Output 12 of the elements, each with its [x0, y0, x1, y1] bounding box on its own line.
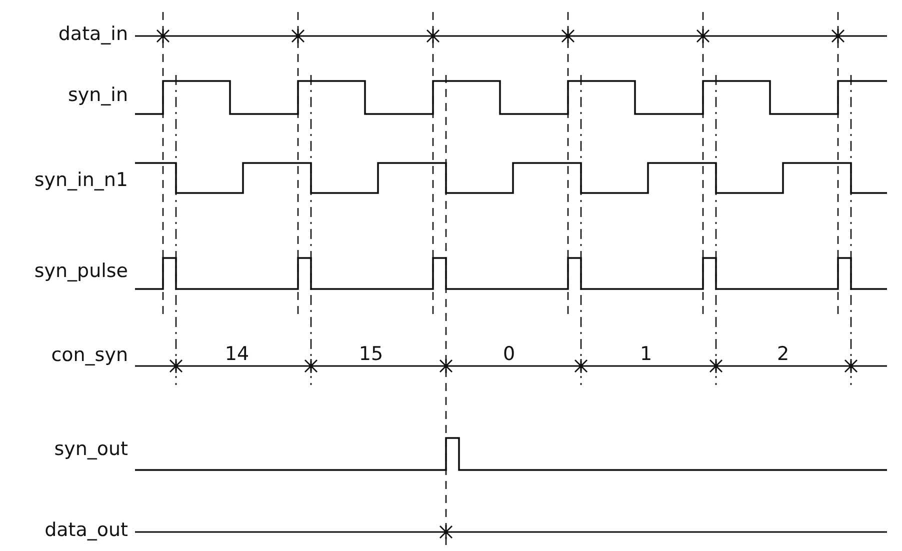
signal-name: syn_in_n1 [34, 169, 128, 191]
bus-value: 1 [640, 343, 652, 365]
signal-name: con_syn [51, 344, 128, 366]
signal-name: syn_out [54, 438, 128, 460]
bus-value: 14 [224, 343, 250, 365]
signal-name: data_in [58, 23, 128, 45]
bus-value: 2 [776, 343, 790, 365]
signal-name: syn_pulse [34, 260, 128, 282]
signal-name: syn_in [68, 84, 128, 106]
signal-name: data_out [44, 519, 128, 541]
bus-value: 0 [502, 343, 516, 365]
bus-value: 15 [358, 343, 384, 365]
